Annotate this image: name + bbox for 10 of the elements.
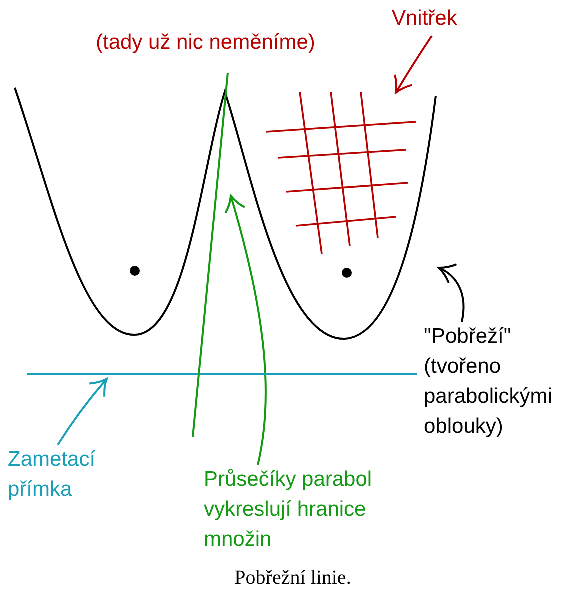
annotation-text: (tady už nic neměníme) — [96, 30, 316, 56]
leader-line — [224, 195, 267, 466]
leader-line — [394, 35, 433, 94]
caption: Pobřežní linie. — [234, 566, 352, 591]
annotation-text: Zametací přímka — [8, 447, 97, 503]
annotation-text: Vnitřek — [392, 6, 458, 32]
annotation-text: "Pobřeží" (tvořeno parabolickými oblouky) — [424, 324, 554, 440]
leader-line — [57, 378, 108, 446]
annotation-text: Průsečíky parabol vykreslují hranice množin — [204, 467, 374, 553]
leader-line — [438, 264, 465, 322]
